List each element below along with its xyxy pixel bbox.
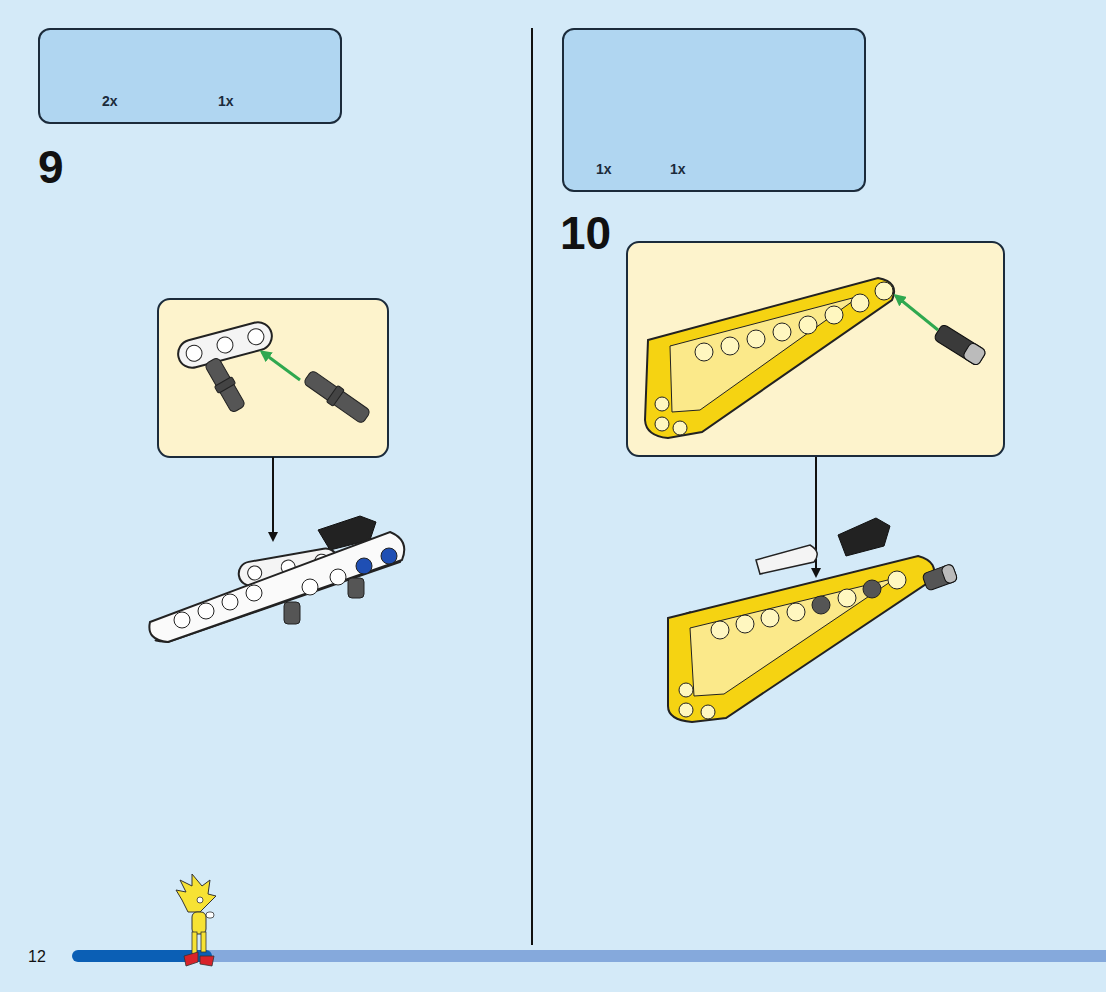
quantity-label: 1x [218,93,234,109]
substep-callout [670,296,860,412]
assembly-9 [330,569,346,585]
step-arrow [272,457,274,540]
substep-callout [326,385,344,406]
substep-callout [627,242,1004,456]
assembly-9 [302,579,318,595]
assembly-10 [863,580,881,598]
mascot-figure [197,897,203,903]
quantity-label: 1x [670,161,686,177]
assembly-10 [736,615,754,633]
substep-callout [202,356,247,414]
substep-callout [184,343,204,363]
substep-callout [215,335,235,355]
assembly-10 [701,705,715,719]
substep-callout [825,306,843,324]
mascot-figure [184,952,198,966]
substep-callout [962,342,987,367]
assembly-10 [679,683,693,697]
assembly-9 [381,548,397,564]
assembly-10 [787,603,805,621]
substep-callout [158,299,388,457]
substep-callout [204,357,246,413]
assembly-10 [668,518,958,722]
substep-callout [175,319,275,371]
substep-callout [262,352,300,380]
assembly-10 [922,563,958,591]
assembly-10 [922,563,958,591]
mascot-figure [192,932,197,954]
step-number: 9 [38,140,64,194]
substep-callout [655,417,669,431]
mascot-figure [192,912,206,934]
substep-callout [175,319,275,371]
substep-callout [655,397,669,411]
assembly-9 [174,612,190,628]
assembly-10 [690,578,896,696]
assembly-10 [888,571,906,589]
substep-callout [627,242,1004,456]
mascot-figure [201,932,206,952]
substep-callout [851,294,869,312]
substep-callout [933,324,987,367]
mascot-figure [206,912,214,918]
substep-callout [799,316,817,334]
substep-callout [673,421,687,435]
substep-callout [875,282,893,300]
parts-callout: 1x 1x [562,28,866,192]
substep-callout [246,327,266,347]
quantity-label: 1x [596,161,612,177]
step-number: 10 [560,206,611,260]
assembly-10 [711,621,729,639]
substep-callout [721,337,739,355]
parts-callout: 2x 1x [38,28,342,124]
assembly-9 [222,594,238,610]
assembly-10 [812,596,830,614]
assembly-10 [756,545,817,574]
progress-bar [72,950,1106,962]
page-divider [531,28,533,945]
substep-callout [303,370,371,424]
mascot-figure [176,874,216,912]
assembly-10 [679,703,693,717]
assembly-10 [668,556,934,722]
assembly-9 [246,585,262,601]
assembly-9 [356,558,372,574]
assembly-10 [941,563,958,584]
substep-callout [645,278,894,438]
assembly-9 [284,602,300,624]
substep-callout [695,343,713,361]
assembly-9 [348,578,364,598]
assembly-9 [247,565,263,581]
substep-callout [747,330,765,348]
assembly-9 [149,532,404,642]
substep-callout [896,296,938,330]
mascot-figure [200,956,214,966]
assembly-10 [838,518,890,556]
assembly-9 [149,516,404,642]
substep-callout [302,368,372,426]
quantity-label: 2x [102,93,118,109]
assembly-9 [198,603,214,619]
substep-callout [933,324,987,367]
assembly-10 [838,589,856,607]
substep-callout [158,299,388,457]
mascot-figure [176,874,216,966]
progress-bar [200,950,1106,962]
substep-callout [773,323,791,341]
assembly-10 [761,609,779,627]
page-number: 12 [28,948,46,966]
substep-callout [214,377,235,394]
